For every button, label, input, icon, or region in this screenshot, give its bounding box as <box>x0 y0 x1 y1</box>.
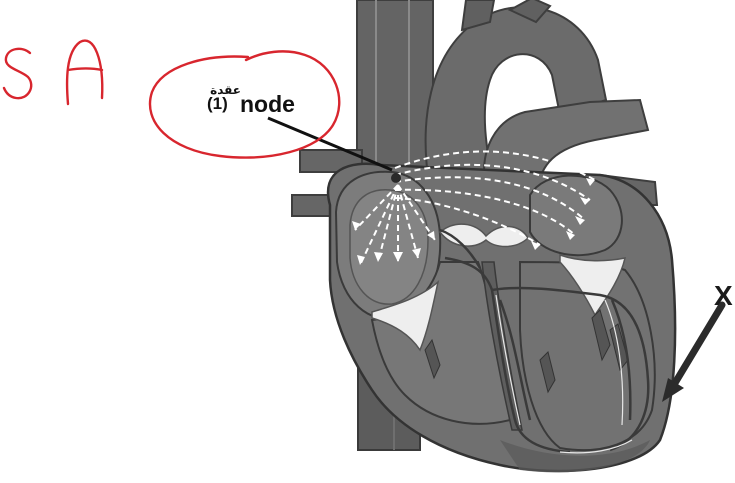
handwritten-s <box>4 49 31 98</box>
label-arabic: عقدة <box>210 83 241 97</box>
superior-vena-cava <box>357 0 433 178</box>
handwritten-a <box>67 41 102 104</box>
sa-node <box>391 173 401 183</box>
x-label: X <box>714 280 733 311</box>
x-pointer-arrow-shaft <box>672 305 722 388</box>
label-node: node <box>240 91 295 117</box>
